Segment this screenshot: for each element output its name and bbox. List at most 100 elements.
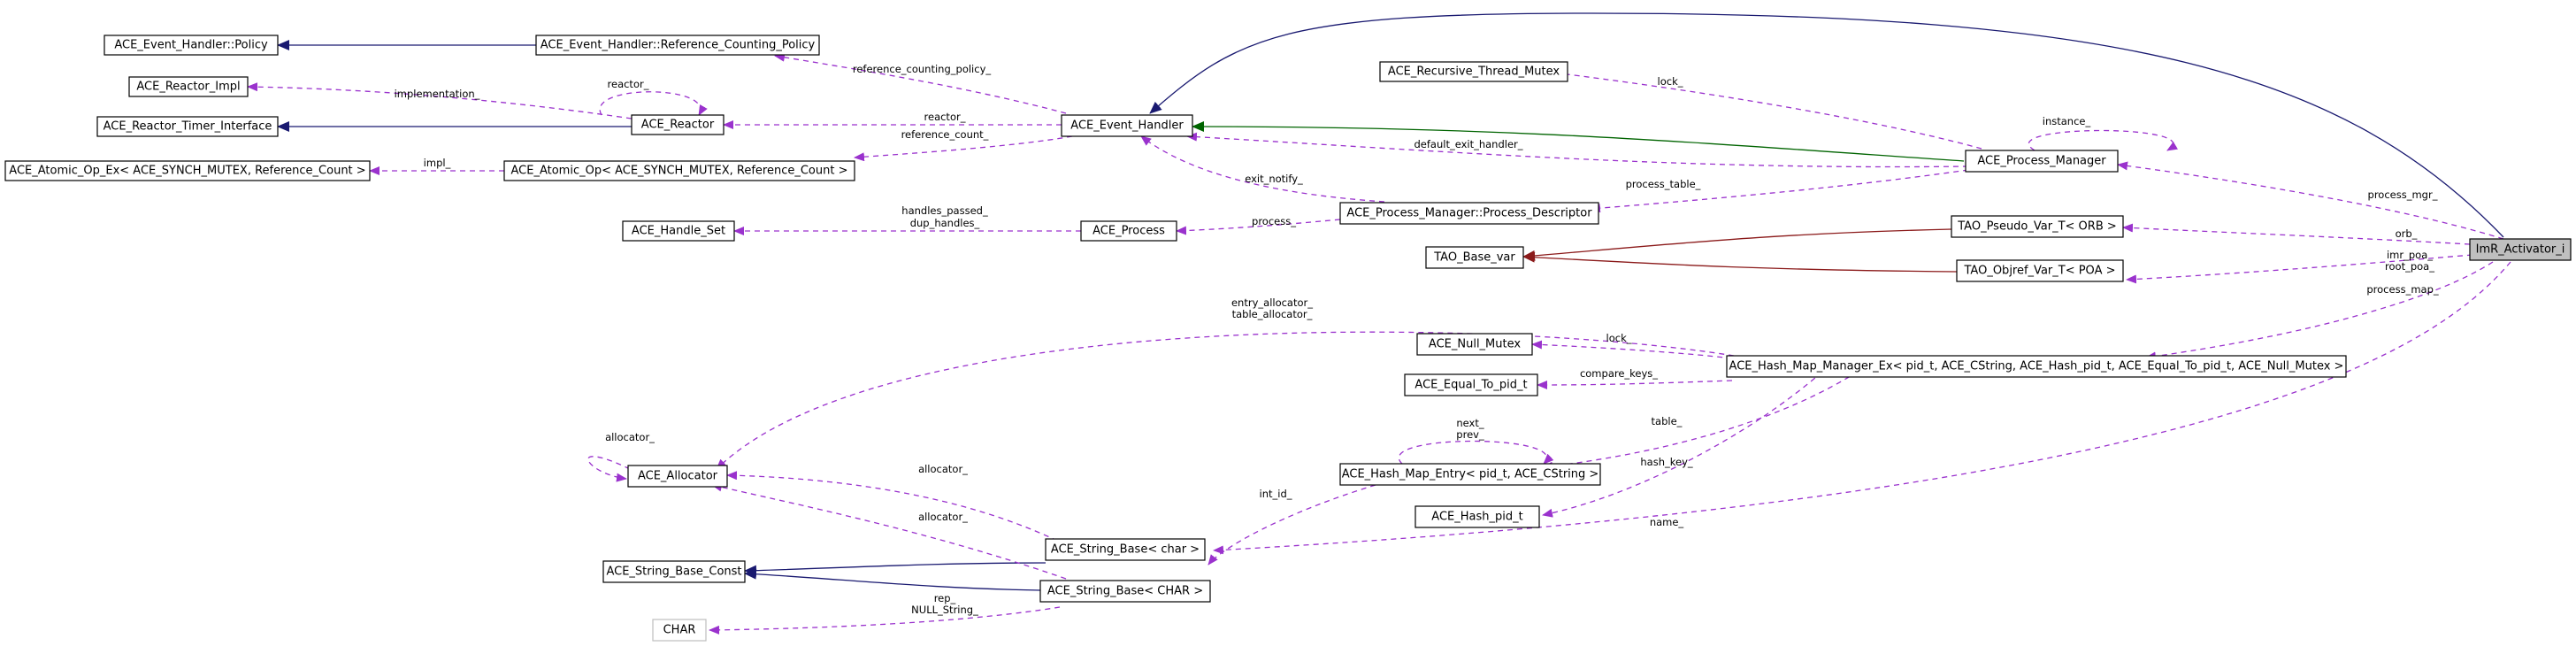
node-label: ACE_String_Base< char > [1051,543,1200,557]
label-next: next_ [1456,417,1484,429]
node-objref-var-poa[interactable]: TAO_Objref_Var_T< POA > [1956,259,2124,282]
node-label: ImR_Activator_i [2476,243,2565,257]
edges [247,12,2511,635]
node-label: ACE_Event_Handler::Reference_Counting_Po… [540,39,816,52]
edge-string-CHAR-allocator [711,482,1067,580]
node-reference-counting-policy[interactable]: ACE_Event_Handler::Reference_Counting_Po… [535,35,820,56]
label-exit-notify: exit_notify_ [1245,173,1303,185]
edge-activator-process-map [2145,261,2494,361]
edge-hashmap-equal-to [1537,380,1733,389]
edge-activator-orb [2122,223,2471,245]
node-label: ACE_String_Base_Const [606,566,741,579]
label-instance: instance_ [2043,115,2091,127]
node-null-mutex[interactable]: ACE_Null_Mutex [1416,333,1533,356]
node-base-var[interactable]: TAO_Base_var [1425,246,1524,269]
label-rep: rep_ [934,592,956,604]
label-int-id: int_id_ [1260,488,1292,500]
node-allocator[interactable]: ACE_Allocator [627,465,728,488]
label-null-string: NULL_String_ [911,604,978,616]
node-reactor-impl[interactable]: ACE_Reactor_Impl [128,76,249,97]
edge-string-char-to-string-const [744,562,1046,576]
label-reactor-self: reactor_ [608,78,649,90]
label-lock-hm: lock_ [1606,332,1632,344]
node-pseudo-var-orb[interactable]: TAO_Pseudo_Var_T< ORB > [1951,215,2124,238]
edge-hashmap-allocator [716,331,1735,470]
edge-eventhandler-refpolicy [774,52,1067,114]
node-handle-set[interactable]: ACE_Handle_Set [622,220,735,242]
node-atomic-op-ex[interactable]: ACE_Atomic_Op_Ex< ACE_SYNCH_MUTEX, Refer… [4,160,371,181]
label-table-allocator: table_allocator_ [1232,308,1313,320]
label-process-mgr: process_mgr_ [2368,189,2438,201]
edge-activator-name [1213,261,2511,555]
node-label: ACE_Equal_To_pid_t [1414,379,1527,392]
label-process-table: process_table_ [1626,178,1701,190]
node-process-descriptor[interactable]: ACE_Process_Manager::Process_Descriptor [1339,202,1599,225]
label-process: process_ [1252,215,1296,227]
label-handles-passed: handles_passed_ [901,204,988,217]
edge-hashmap-null-mutex [1531,340,1733,359]
node-equal-to-pid[interactable]: ACE_Equal_To_pid_t [1404,373,1538,396]
node-recursive-thread-mutex[interactable]: ACE_Recursive_Thread_Mutex [1379,61,1568,82]
edge-entry-int-id [1208,484,1376,566]
node-reactor-timer-interface[interactable]: ACE_Reactor_Timer_Interface [96,116,279,137]
label-implementation: implementation_ [395,88,480,100]
node-label: ACE_Allocator [638,470,718,483]
edge-activator-poa [2126,254,2473,284]
label-compare-keys: compare_keys_ [1580,367,1658,380]
node-label: ACE_Atomic_Op< ACE_SYNCH_MUTEX, Referenc… [511,165,848,178]
node-string-base-char[interactable]: ACE_String_Base< char > [1045,538,1206,561]
label-entry-allocator: entry_allocator_ [1231,296,1313,309]
edge-objref-var-to-base-var [1522,251,1958,273]
label-imr-poa: imr_poa_ [2387,249,2433,261]
label-allocator-self: allocator_ [605,431,655,443]
edge-process-manager-to-event-handler [1192,121,1965,162]
node-label: ACE_String_Base< CHAR > [1047,585,1203,598]
edge-pd-exit-notify [1140,135,1385,203]
edge-allocator-self [587,456,631,482]
node-label: ACE_Reactor_Timer_Interface [104,120,272,134]
node-string-base-const[interactable]: ACE_String_Base_Const [602,560,746,583]
label-allocator-2: allocator_ [918,511,968,523]
nodes: ACE_Event_Handler::Policy ACE_Event_Hand… [4,35,2572,642]
label-table: table_ [1652,415,1683,427]
label-lock-pm: lock_ [1658,75,1683,88]
node-label: ACE_Hash_Map_Entry< pid_t, ACE_CString > [1342,468,1599,481]
label-prev: prev_ [1456,428,1484,441]
node-process-manager[interactable]: ACE_Process_Manager [1965,150,2119,173]
edge-pm-recursive-mutex [1552,69,1982,150]
edge-activator-to-event-handler [1149,12,2504,238]
label-allocator-1: allocator_ [918,463,968,475]
node-string-base-CHAR[interactable]: ACE_String_Base< CHAR > [1039,580,1211,603]
edge-hashmap-hash-key [1542,371,1823,518]
node-atomic-op[interactable]: ACE_Atomic_Op< ACE_SYNCH_MUTEX, Referenc… [503,160,855,181]
node-label: TAO_Base_var [1433,251,1515,265]
label-process-map: process_map_ [2366,283,2438,296]
label-default-exit-handler: default_exit_handler_ [1414,138,1522,150]
node-char-type[interactable]: CHAR [652,619,707,642]
edge-pd-process [1176,219,1341,235]
edge-labels: reference_counting_policy_ implementatio… [395,63,2439,616]
label-orb: orb_ [2396,227,2418,240]
edge-pseudo-var-to-base-var [1522,228,1952,261]
label-root-poa: root_poa_ [2385,260,2434,273]
edge-reactor-self [599,91,708,116]
node-event-handler[interactable]: ACE_Event_Handler [1061,114,1193,137]
node-label: ACE_Atomic_Op_Ex< ACE_SYNCH_MUTEX, Refer… [9,165,365,178]
edge-eventhandler-refcount [854,135,1073,162]
label-reference-count: reference_count_ [901,128,989,141]
node-label: TAO_Objref_Var_T< POA > [1964,265,2116,278]
node-label: TAO_Pseudo_Var_T< ORB > [1957,220,2117,234]
node-label: ACE_Process_Manager [1977,155,2106,168]
edge-string-CHAR-to-string-const [744,568,1041,591]
node-label: ACE_Hash_Map_Manager_Ex< pid_t, ACE_CStr… [1729,360,2344,373]
node-event-handler-policy[interactable]: ACE_Event_Handler::Policy [104,35,279,56]
edge-reactor-impl [247,82,632,119]
node-process[interactable]: ACE_Process [1080,220,1177,242]
node-hash-map-manager[interactable]: ACE_Hash_Map_Manager_Ex< pid_t, ACE_CStr… [1726,355,2347,378]
node-hash-map-entry[interactable]: ACE_Hash_Map_Entry< pid_t, ACE_CString > [1339,463,1601,486]
node-reactor[interactable]: ACE_Reactor [631,114,724,135]
node-label: ACE_Process_Manager::Process_Descriptor [1346,207,1592,220]
node-imr-activator[interactable]: ImR_Activator_i [2469,238,2572,261]
node-hash-pid[interactable]: ACE_Hash_pid_t [1414,505,1540,528]
